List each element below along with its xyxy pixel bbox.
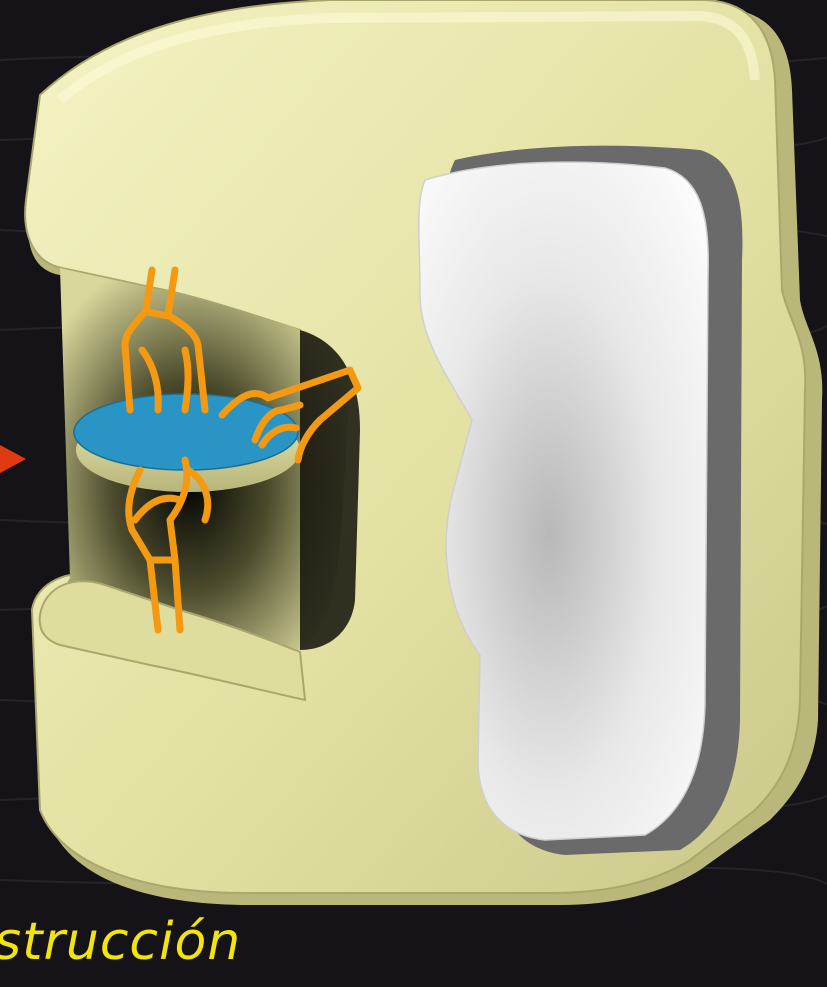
caption-text: strucción	[0, 912, 241, 972]
arrow-right-icon	[0, 445, 26, 473]
